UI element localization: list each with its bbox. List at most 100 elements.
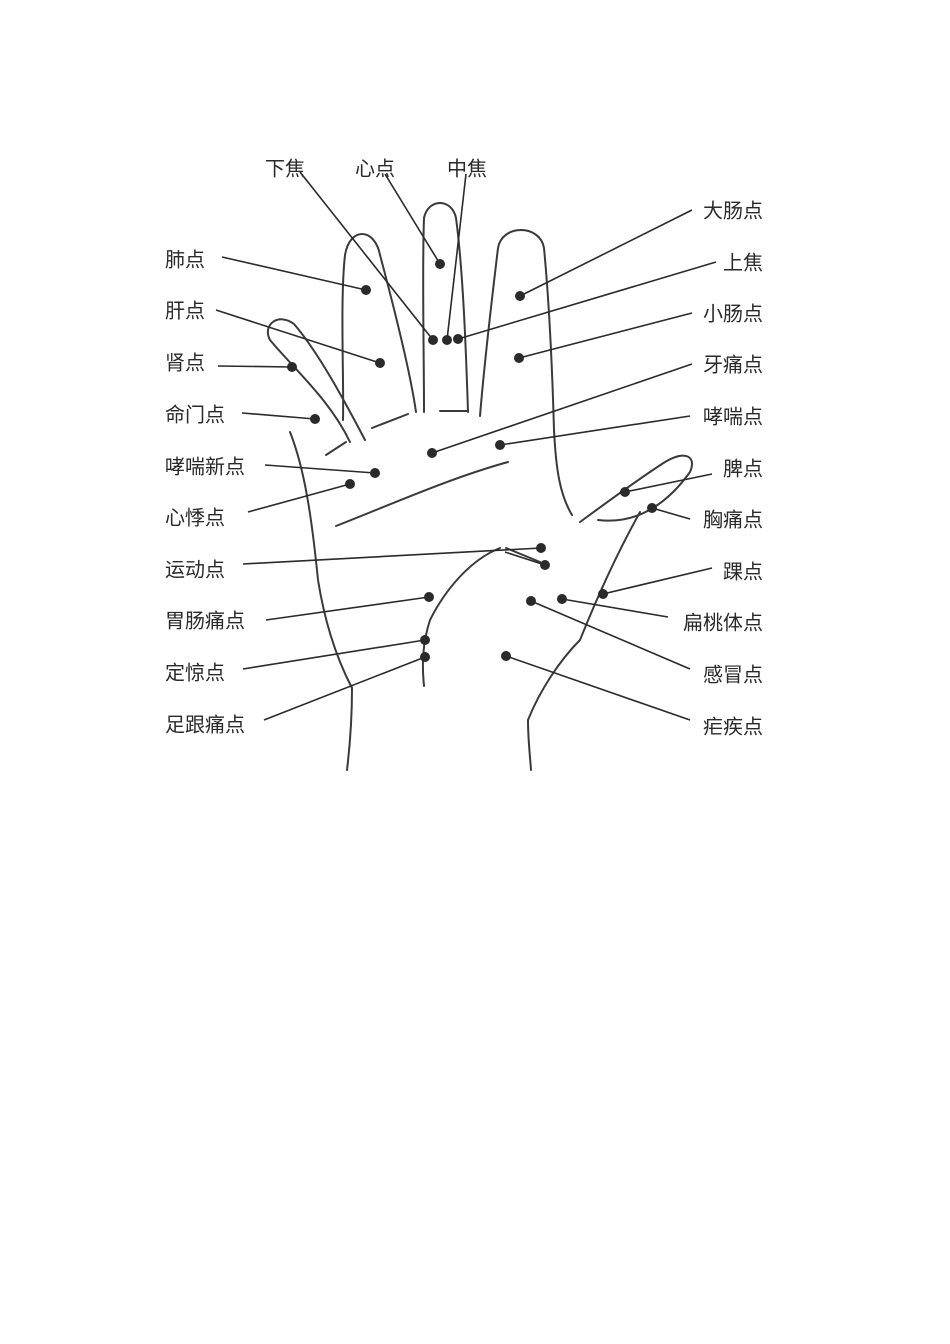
acupoint-label: 心悸点 [165,506,225,530]
leader-line [457,261,717,340]
acupoint-dot [515,291,525,301]
acupoint-dot [427,448,437,458]
leader-line [519,209,693,297]
acupoint-dot [620,487,630,497]
acupoint-dot [420,635,430,645]
leader-line [221,256,367,291]
acupoint-dot [424,592,434,602]
acupoint-dot [420,652,430,662]
leader-line [431,363,693,454]
acupoint-label: 哮喘点 [703,405,763,429]
acupoint-xiaochuanxin: 哮喘新点 [165,455,380,479]
acupoint-label: 中焦 [447,157,487,181]
acupoint-dot [310,414,320,424]
acupoint-dot [370,468,380,478]
leader-line [215,309,381,364]
acupoint-biantaoti: 扁桃体点 [557,594,763,635]
leader-line [651,507,691,520]
acupoint-xiajiao: 下焦 [265,157,438,345]
acupoint-label: 扁桃体点 [683,611,763,635]
acupoint-xiaochuan: 哮喘点 [495,405,763,450]
acupoint-dot [435,259,445,269]
acupoint-dot [428,335,438,345]
acupoint-dachang: 大肠点 [515,199,763,301]
acupoint-weichang: 胃肠痛点 [165,592,434,633]
acupoint-label: 心点 [355,157,395,181]
acupoint-label: 肺点 [165,248,205,272]
acupoint-gan: 肝点 [165,299,385,368]
acupoint-label: 命门点 [165,403,225,427]
acupoint-label: 足跟痛点 [165,713,245,737]
acupoint-label: 感冒点 [703,663,763,687]
acupoint-label: 脾点 [723,457,763,481]
leader-line [624,473,713,493]
acupoint-pi: 脾点 [620,457,763,497]
acupoint-xinji: 心悸点 [165,479,355,530]
acupoint-ganmao: 感冒点 [526,596,763,687]
leader-line [264,464,376,474]
acupoint-zugen: 足跟痛点 [165,652,430,737]
leader-line [263,656,426,721]
leader-line [265,596,430,621]
acupoint-nueji: 疟疾点 [501,651,763,739]
acupoint-dot [287,362,297,372]
acupoint-label: 大肠点 [703,199,763,223]
leader-line [299,171,434,341]
acupoint-dot [361,285,371,295]
acupoint-yatong: 牙痛点 [427,353,763,458]
acupoint-dot [375,358,385,368]
acupoint-label: 运动点 [165,558,225,582]
leader-line [504,551,546,566]
acupoint-dot [514,353,524,363]
acupoint-dot [501,651,511,661]
leader-line [384,173,441,265]
acupoint-label: 胃肠痛点 [165,609,245,633]
acupoint-label: 胸痛点 [703,508,763,532]
acupoint-xiaochang: 小肠点 [514,302,763,363]
acupoint-label: 小肠点 [703,302,763,326]
acupoint-dot [495,440,505,450]
acupoint-label: 下焦 [265,157,305,181]
acupoint-fei: 肺点 [165,248,371,295]
leader-line [241,412,316,420]
acupoint-dot [536,543,546,553]
leader-line [499,415,691,446]
acupoint-mingmen: 命门点 [165,403,320,427]
acupoint-dot [647,503,657,513]
acupoint-label: 定惊点 [165,661,225,685]
leader-line [242,547,542,565]
acupoint-label: 上焦 [723,251,763,275]
acupoint-label: 牙痛点 [703,353,763,377]
acupoint-dot [540,560,550,570]
acupoint-dot [442,335,452,345]
acupoint-shangjiao: 上焦 [453,251,763,344]
leader-line [518,312,693,359]
acupoint-dot [345,479,355,489]
leader-line [602,567,713,595]
acupoint-xindian: 心点 [355,157,445,269]
acupoint-yundong: 运动点 [165,543,550,582]
acupoint-shen: 肾点 [165,351,297,375]
acupoint-dot [453,334,463,344]
leader-line [242,639,426,670]
leader-line [530,600,691,670]
acupoint-huai: 踝点 [598,560,763,599]
leader-line [217,365,293,368]
leader-line [505,655,691,721]
acupoint-label: 踝点 [723,560,763,584]
leader-line [247,483,351,513]
hand-outline [267,202,693,771]
leader-line [561,598,669,618]
acupoint-dot [526,596,536,606]
acupoint-label: 肾点 [165,351,205,375]
acupoint-dingjing: 定惊点 [165,635,430,685]
acupoint-label: 哮喘新点 [165,455,245,479]
acupoint-zhongjiao: 中焦 [442,157,487,345]
acupoint-dot [598,589,608,599]
acupoint-dot [557,594,567,604]
acupoint-label: 疟疾点 [703,715,763,739]
acupoint-xiongtong: 胸痛点 [647,503,763,532]
acupoint-label: 肝点 [165,299,205,323]
